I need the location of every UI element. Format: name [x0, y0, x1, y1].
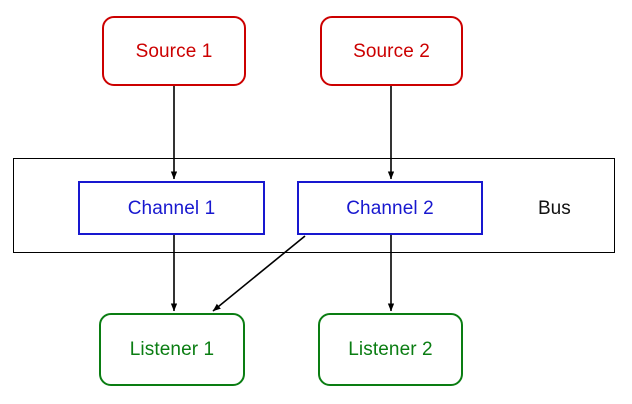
node-source-2-label: Source 2 — [353, 40, 430, 62]
node-listener-2[interactable]: Listener 2 — [318, 313, 463, 386]
node-channel-2[interactable]: Channel 2 — [297, 181, 483, 235]
node-channel-1-label: Channel 1 — [127, 197, 216, 219]
node-listener-2-label: Listener 2 — [348, 339, 433, 360]
node-channel-1[interactable]: Channel 1 — [78, 181, 265, 235]
node-source-1-label: Source 1 — [135, 40, 213, 62]
node-source-2[interactable]: Source 2 — [320, 16, 463, 86]
node-listener-1-label: Listener 1 — [129, 339, 215, 360]
node-source-1[interactable]: Source 1 — [102, 16, 246, 86]
node-channel-2-label: Channel 2 — [346, 197, 434, 219]
bus-container[interactable] — [13, 158, 615, 253]
bus-label: Bus — [538, 198, 571, 219]
node-listener-1[interactable]: Listener 1 — [99, 313, 245, 386]
